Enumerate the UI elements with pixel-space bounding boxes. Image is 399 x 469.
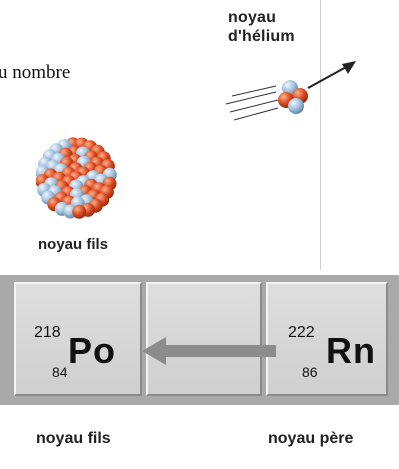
rn-symbol: Rn	[326, 330, 376, 371]
divider-line	[320, 0, 321, 270]
rn-atomic-number: 86	[302, 364, 318, 380]
helium-nucleus	[278, 80, 308, 114]
decay-arrow-shaft	[162, 345, 276, 357]
decay-arrow-head	[142, 337, 166, 365]
alpha-particle-graphic	[225, 61, 356, 121]
element-cell-polonium: 218 84 Po	[14, 282, 142, 396]
motion-arrow	[307, 61, 356, 89]
element-cell-radon: 222 86 Rn	[266, 282, 388, 396]
bottom-label-left: noyau fils	[36, 430, 111, 447]
helium-label-line2: d'hélium	[228, 28, 295, 45]
po-symbol: Po	[68, 330, 117, 371]
daughter-nucleus-graphic	[36, 137, 117, 219]
po-mass-number: 218	[34, 324, 61, 341]
decay-arrow	[142, 337, 276, 365]
nucleon	[72, 204, 87, 219]
rn-mass-number: 222	[288, 324, 315, 341]
motion-lines	[225, 85, 279, 121]
helium-nucleus-label: noyau d'hélium	[228, 8, 295, 46]
po-atomic-number: 84	[52, 364, 68, 380]
bottom-label-right: noyau père	[268, 430, 354, 447]
partial-caption-text: u nombre	[0, 62, 71, 83]
helium-label-line1: noyau	[228, 9, 277, 26]
daughter-nucleus-label: noyau fils	[38, 236, 109, 253]
